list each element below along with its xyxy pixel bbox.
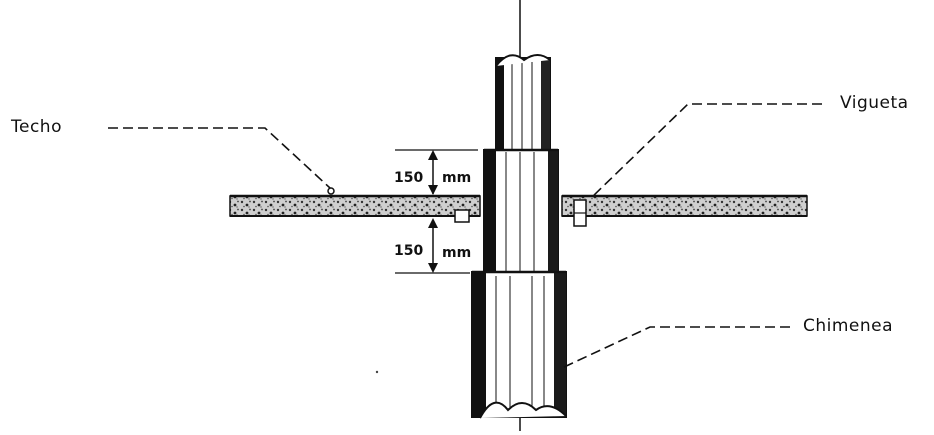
dim-upper-unit: mm [442, 170, 472, 186]
leader-chimney [561, 326, 790, 369]
chimney-upper-pipe [495, 54, 551, 159]
stray-dot [375, 370, 379, 374]
leader-joist [590, 103, 822, 199]
chimney-collar [483, 148, 559, 276]
chimney-lower-pipe [471, 270, 567, 419]
label-joist: Vigueta [840, 93, 909, 113]
dim-lower-value: 150 [394, 243, 424, 259]
joist-right [573, 199, 587, 227]
joist-left [454, 209, 470, 223]
leader-roof [108, 127, 335, 195]
roof-slab-left [229, 194, 481, 217]
dimension-upper [395, 149, 478, 195]
dim-upper-value: 150 [394, 170, 424, 186]
label-chimney: Chimenea [803, 316, 894, 336]
label-roof: Techo [11, 117, 62, 137]
roof-slab-right [561, 194, 808, 217]
dimension-lower [395, 218, 470, 274]
dim-lower-unit: mm [442, 245, 472, 261]
